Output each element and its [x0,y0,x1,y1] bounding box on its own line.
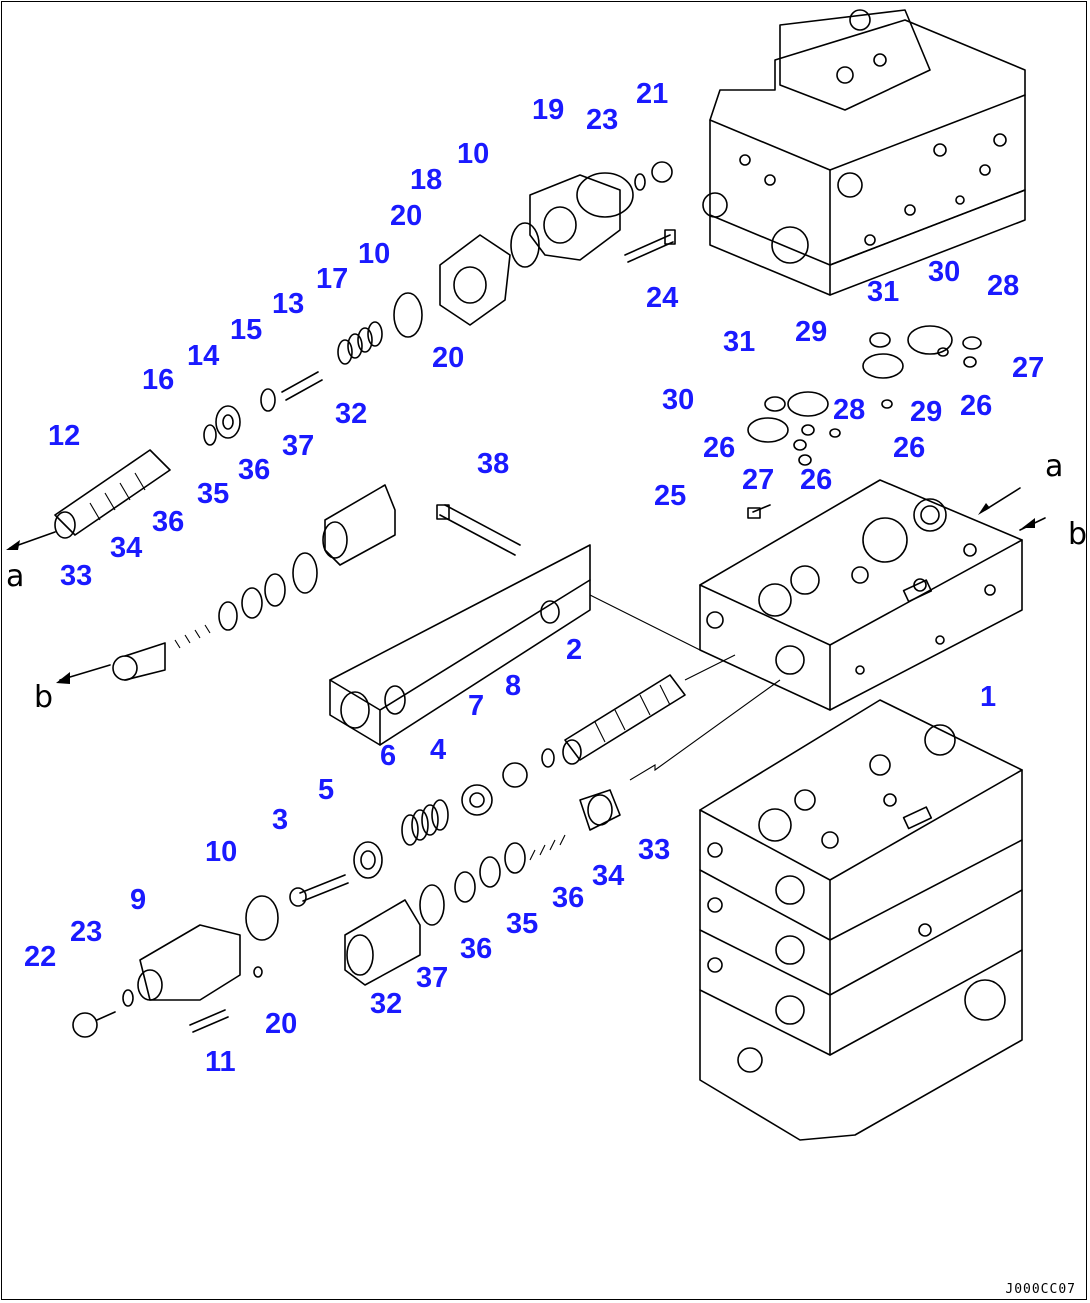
callout-32-top: 32 [335,398,368,430]
callout-26-c: 26 [703,432,736,464]
callout-16: 16 [142,364,175,396]
callout-33-low: 33 [638,834,671,866]
callout-12: 12 [48,420,81,452]
callout-15: 15 [230,314,263,346]
callout-35-low: 35 [506,908,539,940]
lower-parts-chain [72,654,781,1038]
lower-valve-stack [699,699,1023,1141]
callout-33-top: 33 [60,560,93,592]
direction-marker-a-left: a [6,559,25,594]
callout-23-low: 23 [70,916,103,948]
callout-35-top: 35 [197,478,230,510]
direction-marker-b-right: b [1068,517,1088,552]
callout-32-low: 32 [370,988,403,1020]
callout-20-mid: 20 [432,342,465,374]
callout-29-b: 29 [910,396,943,428]
callout-8: 8 [505,670,522,702]
callout-13: 13 [272,288,305,320]
seal-rings [747,325,1046,531]
callout-30-b: 30 [662,384,695,416]
callout-7: 7 [468,690,485,722]
callout-29-a: 29 [795,316,828,348]
callout-31-b: 31 [723,326,756,358]
callout-36-c: 36 [552,882,585,914]
callout-4: 4 [430,734,447,766]
upper-parts-chain [6,161,676,550]
callout-14: 14 [187,340,220,372]
callout-30-a: 30 [928,256,961,288]
callout-11: 11 [205,1046,236,1078]
middle-parts-chain [56,484,396,684]
callout-19: 19 [532,94,565,126]
callout-31-a: 31 [867,276,900,308]
callout-36-b: 36 [238,454,271,486]
callout-1: 1 [980,681,997,713]
callout-23-top: 23 [586,104,619,136]
callout-20-top: 20 [390,200,423,232]
callout-27-a: 27 [1012,352,1045,384]
callout-38: 38 [477,448,510,480]
callout-28-b: 28 [833,394,866,426]
callout-5: 5 [318,774,335,806]
callout-21: 21 [636,78,669,110]
callout-27-b: 27 [742,464,775,496]
callout-34-low: 34 [592,860,625,892]
callout-10-mid: 10 [358,238,391,270]
callout-6: 6 [380,740,397,772]
upper-valve-block [702,9,1026,296]
direction-marker-b-left: b [34,680,54,715]
callout-25: 25 [654,480,687,512]
spacer-block [329,504,701,746]
callout-2: 2 [566,634,583,666]
callout-26-b: 26 [893,432,926,464]
callout-26-d: 26 [800,464,833,496]
callout-17: 17 [316,263,349,295]
callout-10-top: 10 [457,138,490,170]
callout-3: 3 [272,804,289,836]
callout-36-a: 36 [152,506,185,538]
callout-37-low: 37 [416,962,449,994]
callout-26-a: 26 [960,390,993,422]
drawing-code: J000CC07 [1005,1282,1076,1297]
callout-20-low: 20 [265,1008,298,1040]
callout-37-top: 37 [282,430,315,462]
callout-10-low: 10 [205,836,238,868]
callout-9: 9 [130,884,147,916]
callout-34-top: 34 [110,532,143,564]
callout-18: 18 [410,164,443,196]
callout-24: 24 [646,282,679,314]
callout-28-a: 28 [987,270,1020,302]
callout-36-d: 36 [460,933,493,965]
direction-marker-a-right: a [1045,449,1064,484]
callout-22: 22 [24,941,57,973]
